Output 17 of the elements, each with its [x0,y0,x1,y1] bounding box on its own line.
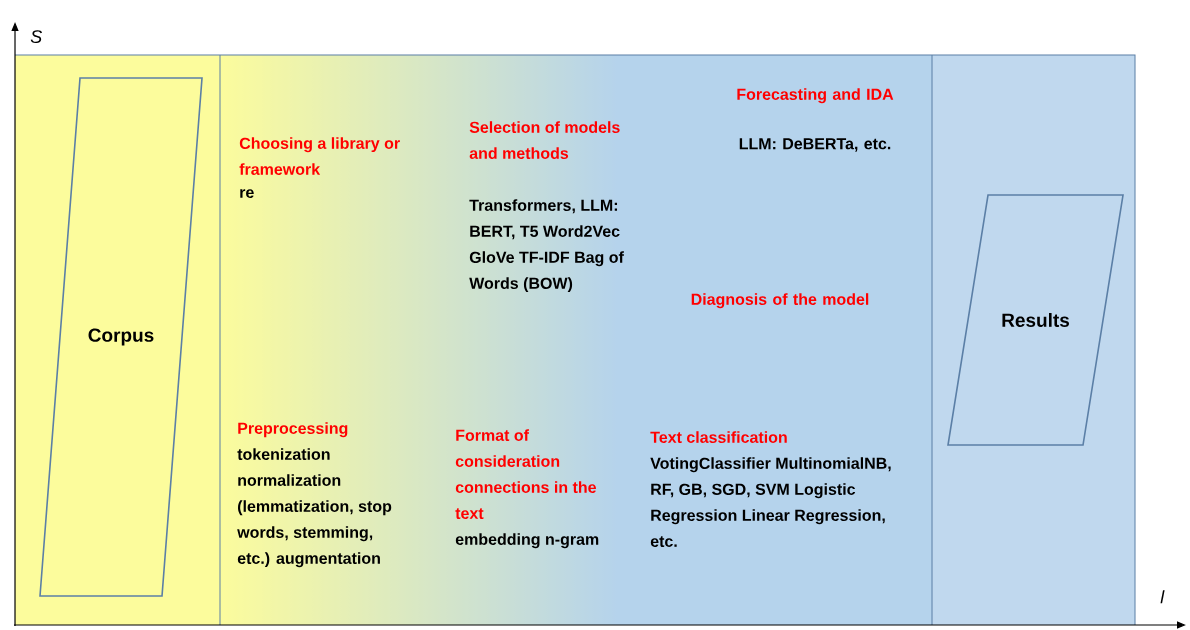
item-list: LLM: DeBERTa, etc. [739,138,891,152]
item-list: embedding n-gram [455,533,599,549]
parallelogram: Results [947,194,1124,446]
axis-label: S [30,30,42,43]
section-heading: Diagnosis of the model [691,293,869,309]
item-list: re [240,189,254,198]
item-list: tokenization normalization (lemmatization, stop words, stemming, etc.) augmentation [237,448,392,568]
section-heading: Selection of models and methods [469,121,620,159]
item-list: Transformers, LLM: BERT, T5 Word2Vec GloVe TF-IDF Bag of Words (BOW) [469,199,624,293]
section-heading: Choosing a library or framework [239,137,400,175]
section-heading: Preprocessing [238,422,348,438]
item-list: VotingClassifier MultinomialNB, RF, GB, SGD, SVM Logistic Regression Linear Regression, etc. [650,457,891,547]
section-heading: Text classification [650,431,787,443]
section-heading: Format of consideration connections in the text [455,429,596,519]
parallelogram: Corpus [39,77,203,597]
section-heading: Forecasting and IDA [737,88,894,104]
axis-label: l [1160,590,1165,604]
